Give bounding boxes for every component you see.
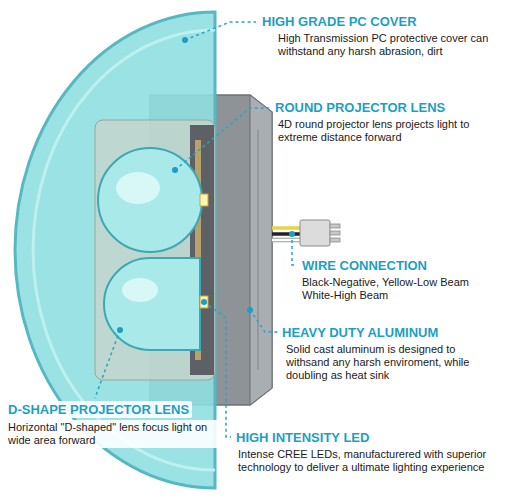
callout-heading: D-SHAPE PROJECTOR LENS	[5, 401, 192, 418]
callout-text: High Transmission PC protective cover ca…	[278, 32, 500, 58]
leader-dot	[247, 307, 253, 313]
callout-heading: HIGH GRADE PC COVER	[262, 14, 417, 29]
black-wire	[272, 232, 302, 236]
led-chip	[200, 194, 208, 206]
white-wire	[272, 239, 302, 242]
plug-pin	[330, 238, 340, 242]
lens-highlight	[122, 278, 158, 302]
plug-pin	[330, 231, 340, 235]
leader-line	[185, 22, 256, 40]
housing-edge	[258, 130, 259, 370]
leader-line	[95, 330, 120, 398]
round-projector-lens	[98, 148, 202, 252]
white-wire-outline	[272, 238, 302, 243]
yellow-wire	[272, 226, 302, 230]
callout-heading: HIGH INTENSITY LED	[236, 430, 369, 445]
leader-line	[292, 234, 297, 265]
leader-line	[204, 302, 231, 437]
callout-text: Intense CREE LEDs, manufacturered with s…	[238, 448, 500, 474]
callout-text: 4D round projector lens projects light t…	[278, 118, 500, 144]
leader-dot	[172, 167, 178, 173]
led-chip	[200, 296, 208, 308]
callout-text: Horizontal "D-shaped" lens focus light o…	[5, 420, 223, 448]
callout-text: Black-Negative, Yellow-Low Beam White-Hi…	[302, 276, 502, 302]
leader-dot	[182, 37, 188, 43]
housing-side	[250, 95, 272, 405]
leader-line	[175, 108, 269, 170]
wire-plug	[300, 220, 330, 246]
callout-text: Solid cast aluminum is designed to withs…	[286, 343, 501, 382]
leader-dot	[117, 327, 123, 333]
leader-line	[250, 310, 278, 332]
callout-heading: ROUND PROJECTOR LENS	[275, 100, 445, 115]
lens-highlight	[116, 172, 160, 204]
cutaway-interior	[95, 120, 215, 380]
leader-dot	[201, 299, 207, 305]
leader-dot	[289, 231, 295, 237]
callout-heading: WIRE CONNECTION	[302, 258, 427, 273]
plug-pin	[330, 224, 340, 228]
callout-heading: HEAVY DUTY ALUMINUM	[282, 325, 438, 340]
